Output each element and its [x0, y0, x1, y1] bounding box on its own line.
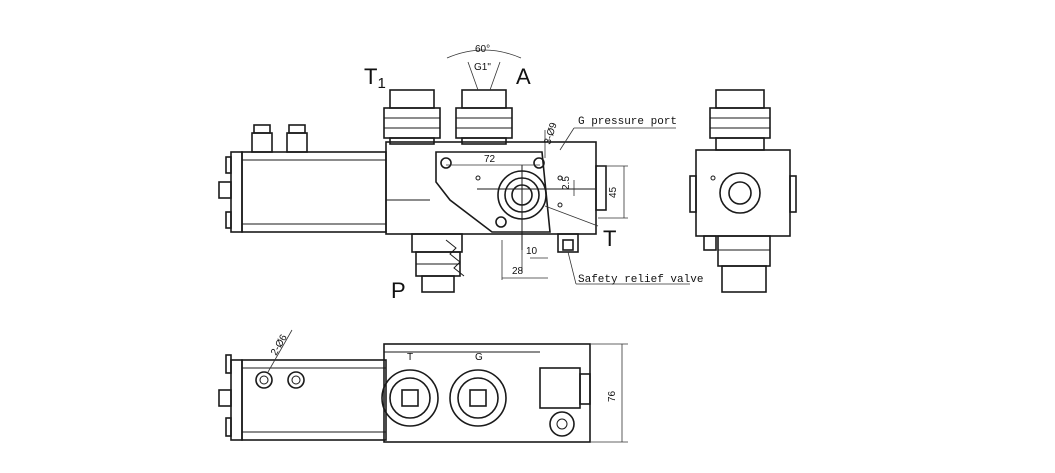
port-label-t1: T1	[364, 64, 386, 92]
angle-dimension: 60°	[475, 44, 490, 55]
port-label-a: A	[516, 64, 531, 89]
fitting-t1	[383, 89, 441, 145]
port-label-t: T	[603, 226, 616, 251]
height-76-dimension: 76	[607, 390, 618, 402]
thread-dimension: G1"	[474, 62, 491, 73]
fitting-p	[411, 233, 465, 293]
holes-bottom-dimension: 2-Ø6	[269, 332, 290, 357]
front-view	[218, 49, 690, 293]
height-45-dimension: 45	[608, 186, 619, 198]
offset-25-dimension: 2.5	[561, 176, 572, 190]
port-mark-t: T	[407, 352, 413, 363]
port-label-p: P	[391, 278, 406, 303]
offset-10-dimension: 10	[526, 246, 538, 257]
pressure-port-callout: G pressure port	[578, 116, 677, 128]
width-72-dimension: 72	[484, 154, 496, 165]
front-dimensions	[446, 127, 690, 285]
actuator-cylinder	[218, 124, 387, 233]
fitting-a	[446, 49, 522, 145]
valve-block	[385, 141, 607, 253]
bottom-view	[218, 329, 628, 443]
side-view	[689, 89, 797, 293]
offset-28-dimension: 28	[512, 266, 524, 277]
relief-valve-callout: Safety relief valve	[578, 274, 703, 286]
port-mark-g: G	[475, 352, 483, 363]
